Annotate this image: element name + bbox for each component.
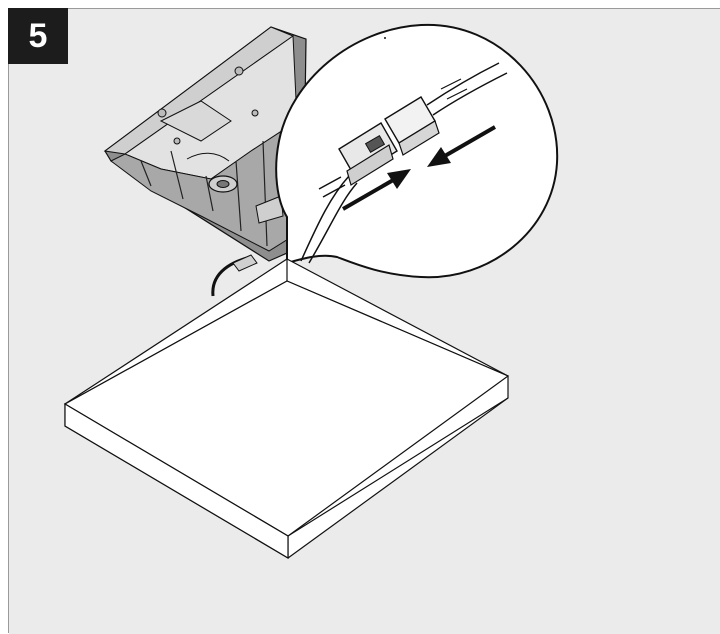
light-fixture (63, 258, 510, 560)
connect-arrows-icon (342, 125, 496, 211)
instruction-panel (8, 8, 720, 634)
power-cable (211, 254, 258, 297)
wire-connector (338, 96, 440, 186)
step-number-badge: 5 (8, 8, 68, 64)
mounting-plate (103, 26, 307, 262)
illustration (9, 9, 720, 634)
connector-detail-magnifier (275, 23, 559, 279)
